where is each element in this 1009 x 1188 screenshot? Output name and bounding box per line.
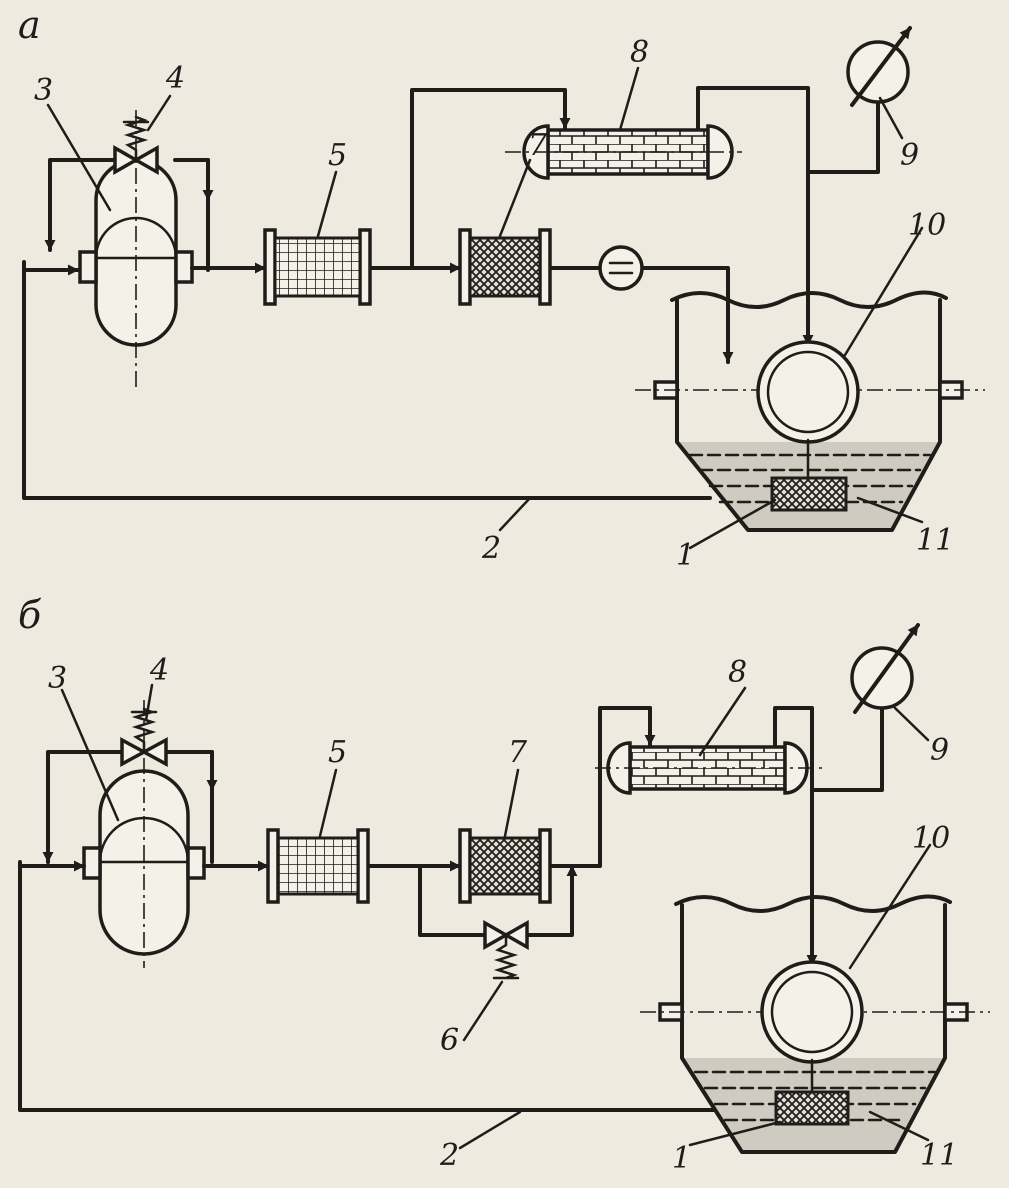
label-b-10: 10 [912, 821, 950, 856]
coarse-filter-a [263, 228, 372, 306]
panel-a: а [18, 3, 985, 573]
label-a-2: 2 [481, 531, 501, 566]
fine-filter-b [458, 828, 552, 904]
pump-b [42, 700, 218, 968]
flow-meter-a [598, 245, 644, 291]
label-a-11: 11 [916, 523, 954, 558]
heat-exchanger-b [595, 741, 825, 795]
label-a-5: 5 [328, 138, 347, 173]
panel-a-letter: а [18, 3, 41, 47]
panel-b-letter: б [18, 593, 42, 637]
bath-tank-a [635, 290, 985, 532]
label-a-3: 3 [34, 73, 53, 108]
label-b-8: 8 [728, 655, 747, 690]
heat-exchanger-a [505, 124, 742, 180]
panel-b: б [18, 593, 990, 1176]
coarse-filter-b [266, 828, 370, 904]
label-b-1: 1 [672, 1141, 691, 1176]
label-b-4: 4 [149, 653, 169, 688]
bath-tank-b [640, 894, 990, 1154]
label-b-3: 3 [48, 661, 67, 696]
bypass-valve-b [483, 919, 529, 980]
label-a-9: 9 [900, 138, 919, 173]
label-b-6: 6 [440, 1023, 459, 1058]
label-a-1: 1 [676, 538, 695, 573]
label-b-2: 2 [439, 1138, 459, 1173]
gauge-a [846, 26, 912, 107]
label-a-4: 4 [165, 61, 185, 96]
fine-filter-a [458, 228, 552, 306]
label-b-7: 7 [508, 735, 528, 770]
label-b-11: 11 [920, 1138, 958, 1173]
gauge-b [850, 623, 920, 714]
label-a-7: 7 [528, 128, 548, 163]
label-b-9: 9 [930, 733, 949, 768]
label-b-5: 5 [328, 735, 347, 770]
label-a-8: 8 [630, 35, 649, 70]
pump-a [44, 110, 214, 390]
label-a-10: 10 [908, 208, 946, 243]
